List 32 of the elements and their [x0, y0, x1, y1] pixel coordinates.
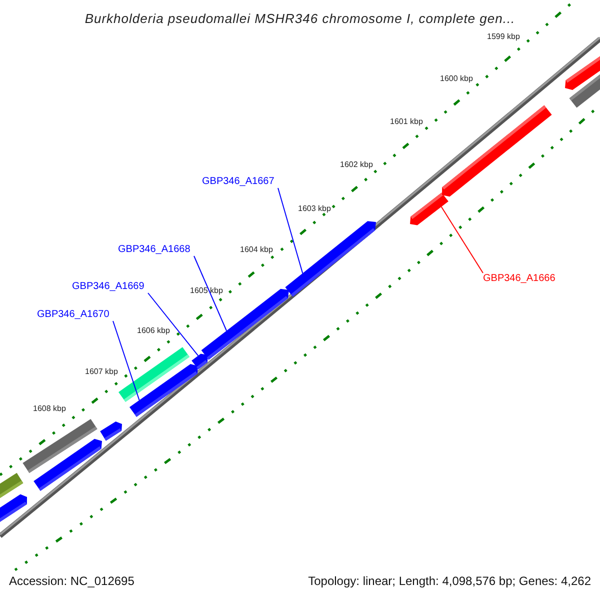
gene-label: GBP346_A1666: [483, 273, 556, 285]
tick-label: 1606 kbp: [137, 326, 170, 336]
gene-label: GBP346_A1669: [72, 281, 144, 293]
gene-feature: [285, 221, 376, 297]
leader-line: [278, 188, 304, 274]
gene-feature: [34, 438, 102, 491]
tick-label: 1600 kbp: [440, 74, 473, 84]
leader-line: [148, 292, 199, 356]
tick-label: 1605 kbp: [190, 286, 223, 296]
gene-feature: [0, 472, 24, 500]
gene-feature: [0, 494, 27, 523]
gene-label: GBP346_A1668: [118, 244, 190, 256]
tick-label: 1599 kbp: [487, 32, 520, 42]
gene-feature: [569, 73, 600, 108]
gene-feature: [100, 422, 122, 441]
tick-label: 1602 kbp: [340, 160, 373, 170]
tick-label: 1601 kbp: [390, 117, 423, 127]
gene-feature: [130, 364, 198, 417]
leader-line: [194, 256, 228, 332]
tick-label: 1604 kbp: [240, 245, 273, 255]
gene-feature: [442, 105, 552, 197]
tick-label: 1603 kbp: [298, 204, 331, 214]
gene-label: GBP346_A1667: [202, 176, 274, 188]
accession-text: Accession: NC_012695: [9, 574, 134, 589]
gene-feature: [192, 354, 208, 370]
leader-line: [440, 206, 484, 274]
tick-label: 1607 kbp: [85, 367, 118, 377]
map-title: Burkholderia pseudomallei MSHR346 chromosome I, complete gen...: [84, 10, 516, 28]
genome-stats-text: Topology: linear; Length: 4,098,576 bp; Genes: 4,262: [308, 574, 591, 589]
gene-label: GBP346_A1670: [37, 309, 110, 321]
leader-line: [112, 320, 140, 401]
gene-feature: [410, 192, 448, 226]
